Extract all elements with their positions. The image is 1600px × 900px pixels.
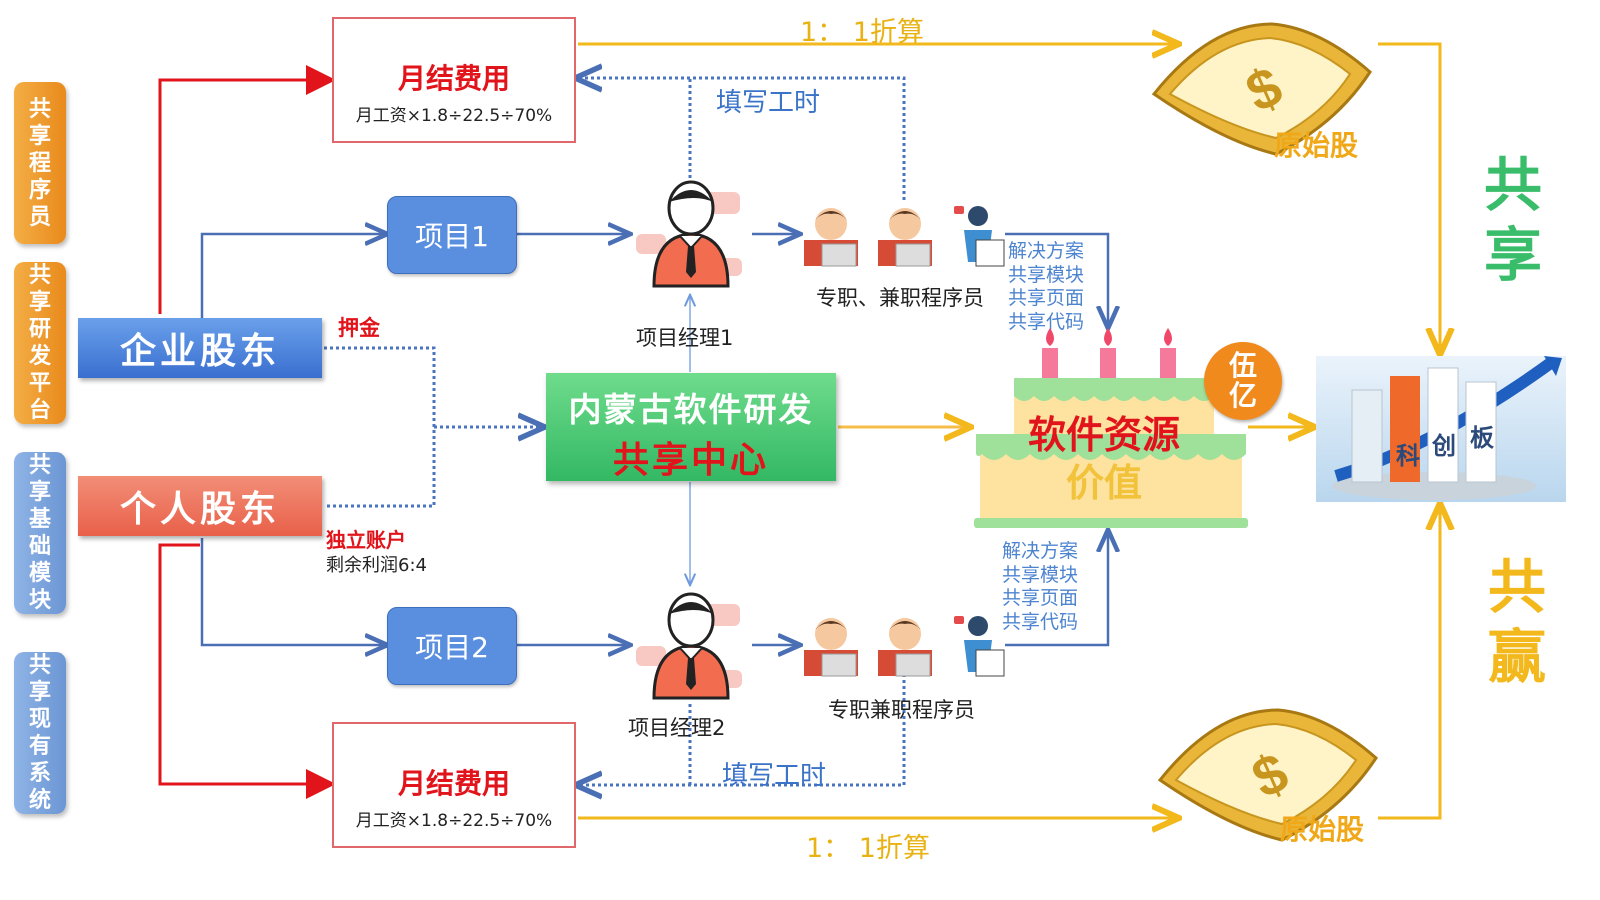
center-title-line1: 内蒙古软件研发	[568, 390, 814, 429]
side-tab-shared-modules: 共享基础模块	[14, 452, 66, 614]
resource-item: 共享模块	[1008, 263, 1085, 286]
cake-title: 软件资源	[1028, 413, 1181, 457]
monthly-fee-box-top: 月结费用 月工资×1.8÷22.5÷70%	[332, 17, 576, 143]
resource-item: 共享模块	[1002, 563, 1079, 586]
board-char-1: 科	[1396, 442, 1420, 470]
programmers-icon-bottom	[804, 616, 1005, 677]
fill-hours-label-top: 填写工时	[716, 88, 821, 118]
star-market-image: 科 创 板	[1316, 356, 1566, 502]
individual-shareholder: 个人股东	[78, 476, 322, 536]
board-char-2: 创	[1432, 432, 1456, 460]
shared-center-box: 内蒙古软件研发 共享中心	[546, 373, 836, 481]
resource-item: 共享页面	[1008, 287, 1085, 309]
badge-text: 伍亿	[1228, 349, 1257, 412]
side-tab-existing-systems: 共享现有系统	[14, 652, 66, 814]
ratio-label-top: 1： 1折算	[800, 17, 924, 48]
ratio-label-bottom: 1： 1折算	[806, 833, 930, 864]
resource-item: 共享代码	[1002, 610, 1079, 633]
programmers-label-bottom: 专职兼职程序员	[828, 698, 975, 722]
pm1-label: 项目经理1	[636, 326, 734, 350]
share-text: 共享	[1483, 151, 1542, 289]
center-title-line2: 共享中心	[612, 440, 769, 481]
manager-1-icon	[636, 180, 742, 288]
resource-list-bottom: 解决方案 共享模块 共享页面 共享代码	[1002, 540, 1078, 634]
programmers-label-top: 专职、兼职程序员	[816, 286, 984, 310]
programmers-icon-top	[804, 206, 1005, 267]
resource-list-top: 解决方案 共享模块 共享页面 共享代码	[1008, 240, 1084, 334]
fee-formula: 月工资×1.8÷22.5÷70%	[355, 811, 553, 831]
fill-hours-label-bottom: 填写工时	[722, 761, 827, 791]
fee-formula: 月工资×1.8÷22.5÷70%	[355, 106, 553, 126]
resource-item: 共享代码	[1008, 310, 1085, 333]
red-line-bottom	[158, 543, 336, 799]
enterprise-shareholder: 企业股东	[78, 318, 322, 378]
value-badge: 伍亿	[1204, 342, 1282, 420]
pm2-label: 项目经理2	[628, 716, 726, 740]
independent-account-label: 独立账户	[326, 528, 406, 552]
cake-subtitle: 价值	[1066, 461, 1143, 505]
side-tab-shared-programmers: 共享程序员	[14, 82, 66, 244]
project-2-box: 项目2	[387, 607, 517, 685]
fee-title: 月结费用	[397, 767, 510, 800]
resource-item: 解决方案	[1008, 240, 1085, 262]
fee-title: 月结费用	[397, 62, 510, 95]
side-tab-shared-platform: 共享研发平台	[14, 262, 66, 424]
board-char-3: 板	[1470, 424, 1494, 452]
original-stock-label-top: 原始股	[1274, 129, 1359, 162]
resource-item: 解决方案	[1002, 540, 1079, 562]
monthly-fee-box-bottom: 月结费用 月工资×1.8÷22.5÷70%	[332, 722, 576, 848]
star-market-graphic	[1332, 356, 1562, 500]
deposit-label: 押金	[338, 316, 380, 340]
manager-2-icon	[636, 592, 742, 700]
red-line-top	[158, 65, 336, 314]
win-text: 共赢	[1487, 553, 1546, 691]
resource-item: 共享页面	[1002, 587, 1079, 609]
money-icon-top: $	[1151, 22, 1372, 156]
cake-icon	[974, 328, 1248, 528]
original-stock-label-bottom: 原始股	[1280, 813, 1365, 846]
money-icon-bottom: $	[1157, 708, 1378, 842]
project-1-box: 项目1	[387, 196, 517, 274]
profit-split-label: 剩余利润6:4	[326, 555, 427, 576]
